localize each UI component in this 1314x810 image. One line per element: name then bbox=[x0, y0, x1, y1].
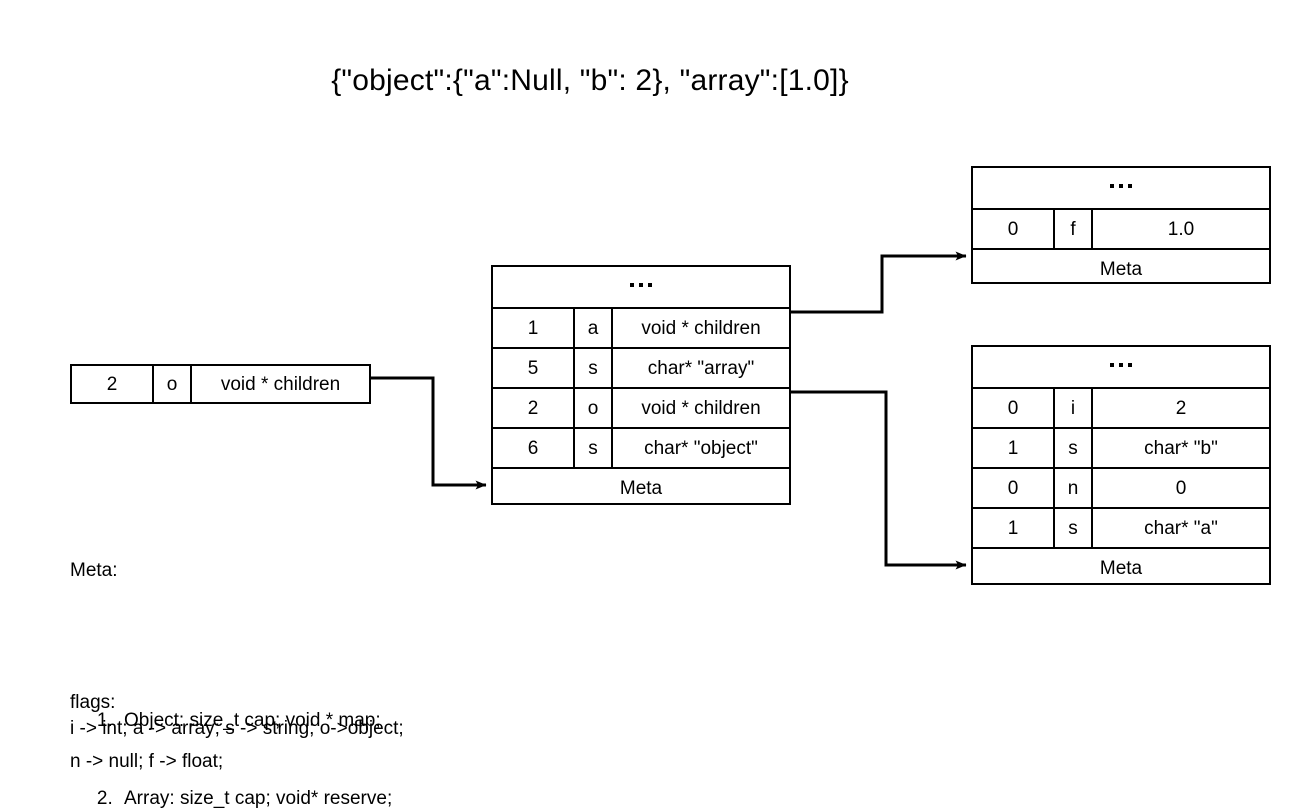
table-row-ellipsis bbox=[493, 267, 789, 307]
table-row: 2 o void * children bbox=[493, 387, 789, 427]
cell-value: 1.0 bbox=[1091, 210, 1269, 248]
list-item: Object: size_t cap; void * map; bbox=[118, 708, 392, 734]
cell-value: void * children bbox=[611, 309, 789, 347]
table-row-ellipsis bbox=[973, 347, 1269, 387]
cell-index: 1 bbox=[527, 317, 539, 339]
cell-index: 2 bbox=[527, 397, 539, 419]
table-row: 0 n 0 bbox=[973, 467, 1269, 507]
table-row: 6 s char* "object" bbox=[493, 427, 789, 467]
connector-root-to-object-children bbox=[371, 376, 487, 490]
table-row: 0 f 1.0 bbox=[973, 208, 1269, 248]
cell-flag: n bbox=[1053, 469, 1091, 507]
flags-legend-heading: flags: bbox=[70, 692, 116, 713]
cell-value: 2 bbox=[1091, 389, 1269, 427]
ellipsis-icon bbox=[493, 267, 789, 307]
cell-index: 0 bbox=[1007, 218, 1019, 240]
table-row: 0 i 2 bbox=[973, 387, 1269, 427]
cell-index: 0 bbox=[1007, 477, 1019, 499]
cell-flag: f bbox=[1053, 210, 1091, 248]
cell-value: char* "object" bbox=[611, 429, 789, 467]
cell-flag: o bbox=[152, 366, 190, 402]
root-value-node: 2 o void * children bbox=[70, 364, 371, 404]
connector-middle-to-object-children bbox=[791, 390, 967, 570]
cell-flag: s bbox=[1053, 509, 1091, 547]
cell-value: char* "array" bbox=[611, 349, 789, 387]
cell-value: 0 bbox=[1091, 469, 1269, 507]
cell-flag: s bbox=[1053, 429, 1091, 467]
meta-legend-heading: Meta: bbox=[70, 560, 118, 581]
list-item: Array: size_t cap; void* reserve; bbox=[118, 786, 392, 810]
cell-index: 1 bbox=[1007, 517, 1019, 539]
root-object-children-node: 1 a void * children 5 s char* "array" 2 … bbox=[491, 265, 791, 505]
ellipsis-icon bbox=[973, 347, 1269, 387]
table-row: 5 s char* "array" bbox=[493, 347, 789, 387]
table-row: 1 s char* "a" bbox=[973, 507, 1269, 547]
table-row: 1 a void * children bbox=[493, 307, 789, 347]
ellipsis-icon bbox=[973, 168, 1269, 208]
flags-legend-line-2: n -> null; f -> float; bbox=[70, 751, 224, 772]
cell-meta: Meta bbox=[1099, 557, 1143, 579]
cell-value: void * children bbox=[611, 389, 789, 427]
table-row-meta: Meta bbox=[973, 547, 1269, 587]
cell-flag: i bbox=[1053, 389, 1091, 427]
table-row-meta: Meta bbox=[493, 467, 789, 507]
table-row: 2 o void * children bbox=[72, 366, 369, 402]
table-row-meta: Meta bbox=[973, 248, 1269, 288]
cell-value: char* "a" bbox=[1091, 509, 1269, 547]
cell-meta: Meta bbox=[1099, 258, 1143, 280]
cell-index: 5 bbox=[527, 357, 539, 379]
cell-index: 6 bbox=[527, 437, 539, 459]
table-row-ellipsis bbox=[973, 168, 1269, 208]
cell-index: 1 bbox=[1007, 437, 1019, 459]
diagram-title: {"object":{"a":Null, "b": 2}, "array":[1… bbox=[331, 64, 849, 97]
cell-value: void * children bbox=[190, 366, 369, 402]
cell-index: 2 bbox=[106, 373, 118, 395]
meta-legend-list: Object: size_t cap; void * map; Array: s… bbox=[70, 604, 392, 810]
object-children-node: 0 i 2 1 s char* "b" 0 n 0 1 s char* "a" … bbox=[971, 345, 1271, 585]
cell-flag: a bbox=[573, 309, 611, 347]
array-children-node: 0 f 1.0 Meta bbox=[971, 166, 1271, 284]
cell-meta: Meta bbox=[619, 477, 663, 499]
table-row: 1 s char* "b" bbox=[973, 427, 1269, 467]
cell-flag: s bbox=[573, 429, 611, 467]
flags-legend-line-1: i -> int; a -> array; s -> string; o->ob… bbox=[70, 718, 404, 739]
cell-flag: o bbox=[573, 389, 611, 427]
cell-value: char* "b" bbox=[1091, 429, 1269, 467]
cell-index: 0 bbox=[1007, 397, 1019, 419]
cell-flag: s bbox=[573, 349, 611, 387]
connector-middle-to-array-children bbox=[791, 251, 967, 314]
